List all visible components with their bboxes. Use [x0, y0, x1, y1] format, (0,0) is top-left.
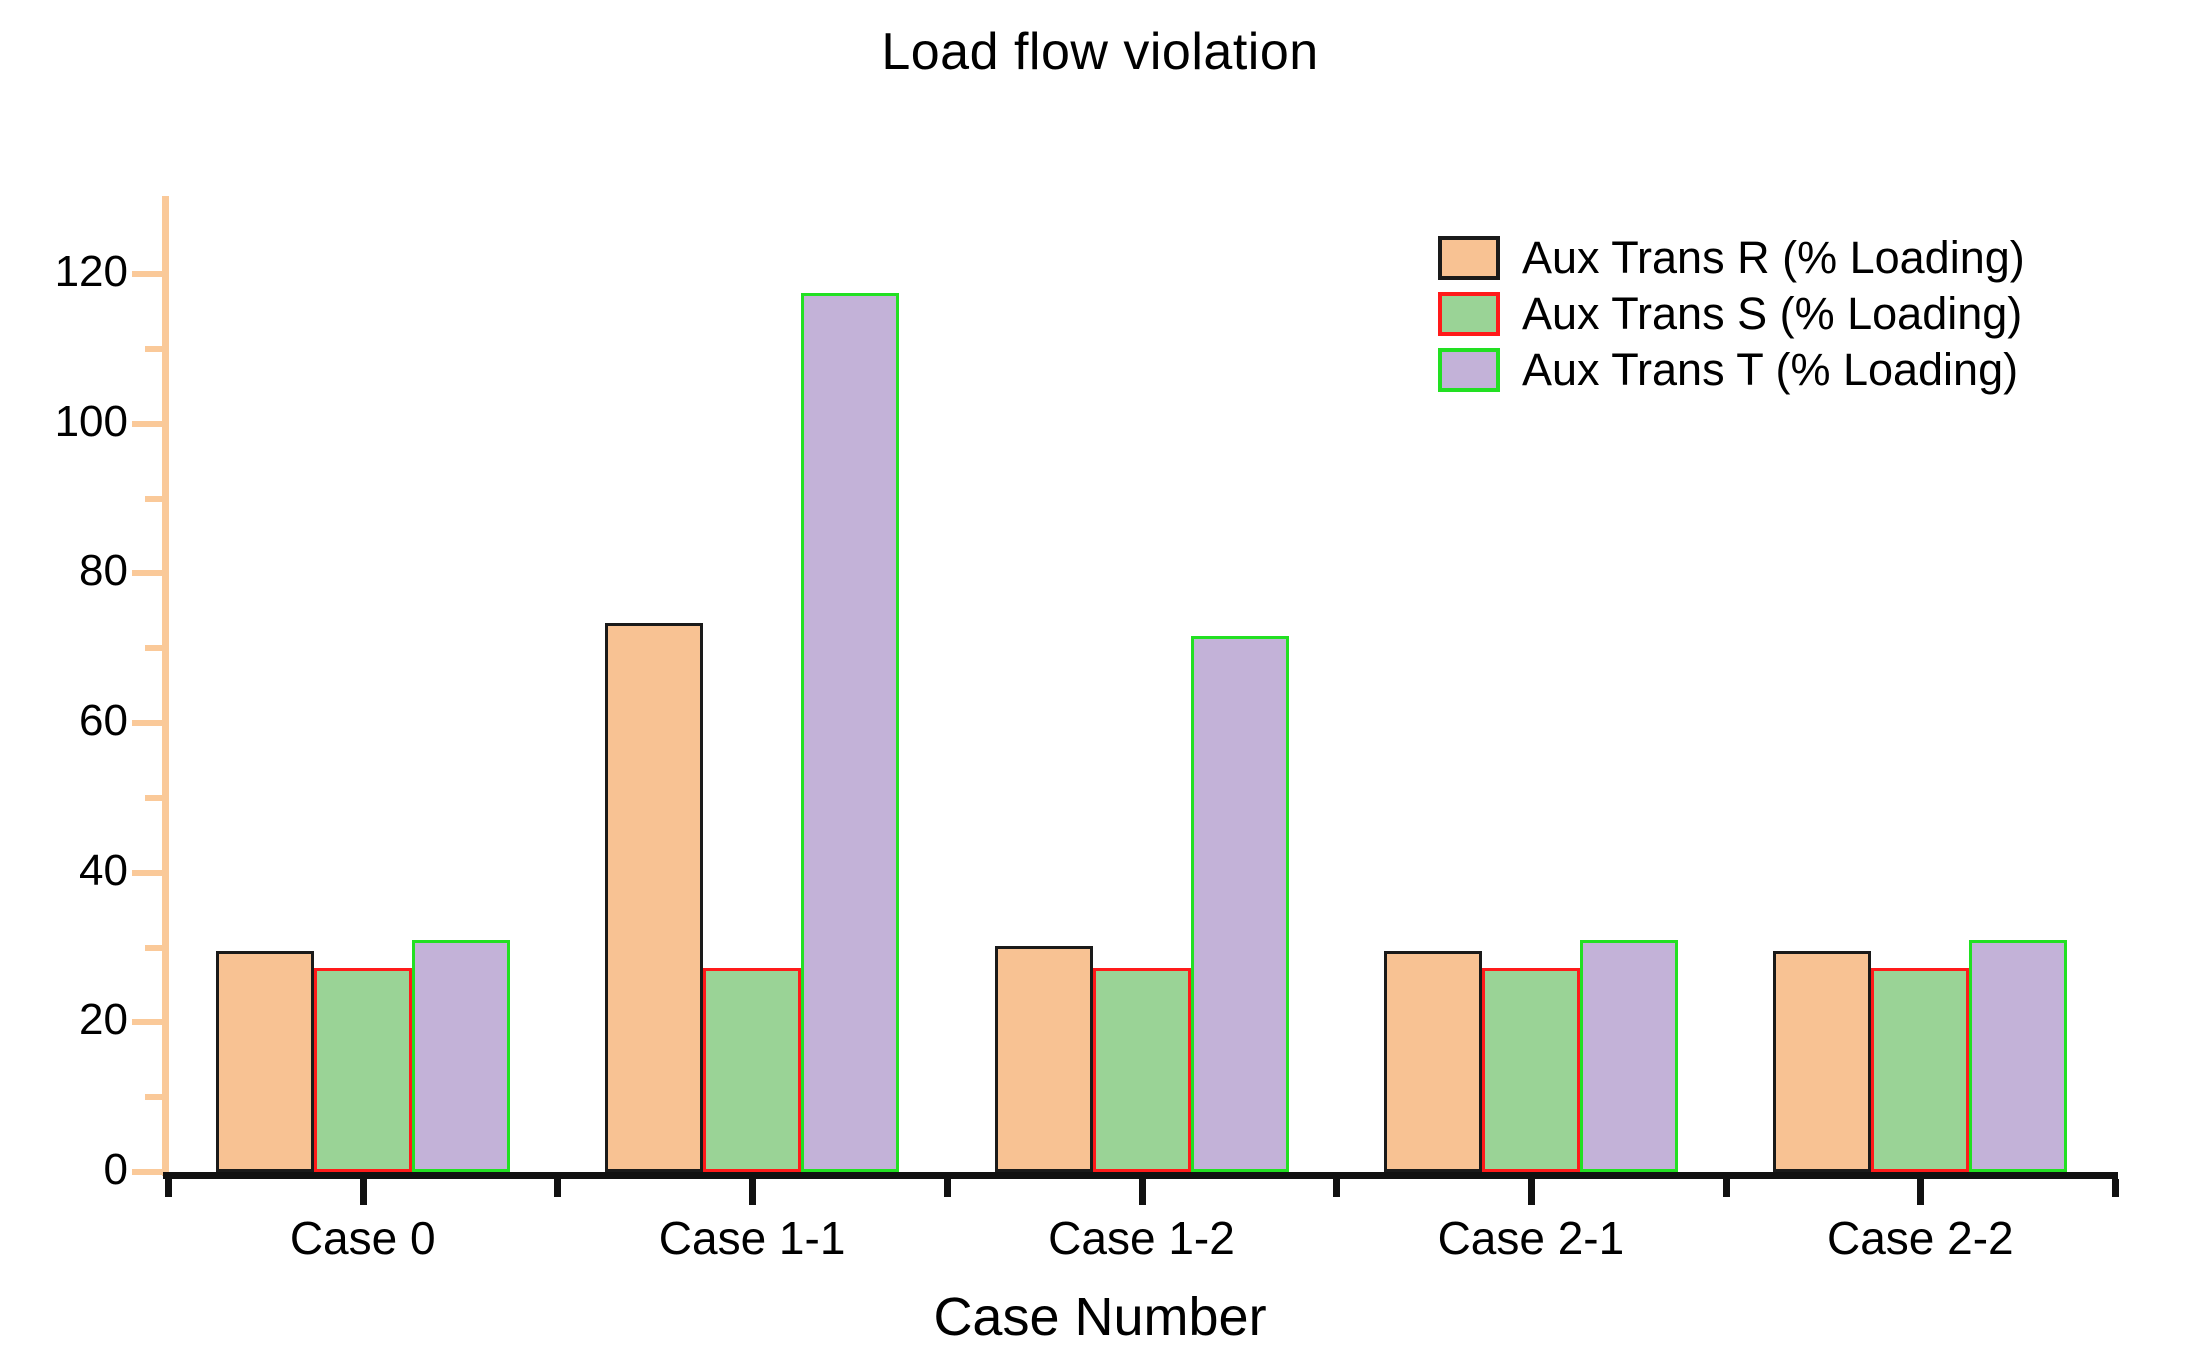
x-tick-label-2: Case 1-2 — [1048, 1212, 1235, 1264]
y-tick-label: 100 — [54, 396, 128, 446]
y-tick-minor — [145, 495, 162, 502]
bar-s-4[interactable] — [1871, 967, 1970, 1172]
legend-item-aux-trans-s[interactable]: Aux Trans S (% Loading) — [1438, 288, 2178, 340]
x-tick-label-0: Case 0 — [289, 1212, 436, 1264]
bar-s-1[interactable] — [703, 967, 802, 1172]
x-tick-label-3: Case 2-1 — [1437, 1212, 1625, 1264]
bar-s-0[interactable] — [313, 967, 412, 1172]
legend-item-aux-trans-t[interactable]: Aux Trans T (% Loading) — [1438, 344, 2178, 396]
x-axis-title: Case Number — [933, 1287, 1267, 1347]
bar-r-1[interactable] — [605, 623, 704, 1172]
bar-t-0[interactable] — [411, 940, 510, 1172]
legend-swatch-s — [1438, 292, 1500, 336]
bar-r-3[interactable] — [1383, 950, 1482, 1172]
chart-legend: Aux Trans R (% Loading) Aux Trans S (% L… — [1438, 232, 2178, 400]
y-tick-major — [132, 720, 162, 726]
y-tick-major — [132, 570, 162, 577]
y-tick-label: 80 — [79, 546, 128, 596]
x-tick-label-1: Case 1-1 — [658, 1212, 846, 1264]
bar-t-4[interactable] — [1969, 940, 2068, 1172]
legend-label-t: Aux Trans T (% Loading) — [1522, 344, 2019, 395]
y-tick-label: 20 — [79, 995, 128, 1045]
y-tick-minor — [145, 645, 162, 652]
legend-swatch-t — [1438, 348, 1500, 392]
x-tick-minor — [554, 1179, 562, 1197]
y-tick-major — [132, 1019, 162, 1026]
x-tick — [1527, 1179, 1535, 1205]
bar-t-3[interactable] — [1579, 940, 1678, 1172]
y-tick-major — [132, 271, 162, 277]
legend-label-r: Aux Trans R (% Loading) — [1522, 232, 2025, 283]
y-tick-major — [132, 1169, 162, 1175]
y-tick-minor — [145, 345, 162, 352]
y-tick-major — [132, 420, 162, 427]
y-tick-minor — [145, 794, 162, 801]
bar-s-2[interactable] — [1092, 967, 1191, 1172]
legend-swatch-r — [1438, 236, 1500, 280]
x-tick-minor — [165, 1179, 172, 1197]
bar-t-2[interactable] — [1190, 636, 1289, 1172]
bar-t-1[interactable] — [801, 292, 900, 1172]
y-tick-label: 40 — [79, 845, 128, 895]
bar-r-0[interactable] — [215, 951, 314, 1172]
x-tick-minor — [1333, 1179, 1341, 1197]
x-tick-minor — [1722, 1179, 1730, 1197]
chart-title: Load flow violation — [881, 23, 1319, 81]
y-tick-minor — [145, 944, 162, 951]
legend-label-s: Aux Trans S (% Loading) — [1522, 288, 2023, 339]
bar-s-3[interactable] — [1481, 967, 1580, 1172]
y-axis-line — [162, 196, 169, 1176]
x-tick-label-4: Case 2-2 — [1826, 1212, 2014, 1264]
y-tick-label: 0 — [103, 1145, 128, 1194]
legend-item-aux-trans-r[interactable]: Aux Trans R (% Loading) — [1438, 232, 2178, 284]
x-tick — [1917, 1179, 1925, 1205]
bar-r-2[interactable] — [994, 946, 1093, 1172]
plot-area — [168, 196, 2115, 1172]
y-tick-label: 120 — [54, 247, 128, 296]
x-tick — [1138, 1179, 1146, 1205]
y-tick-major — [132, 869, 162, 876]
y-tick-minor — [145, 1094, 162, 1101]
x-axis-line — [163, 1172, 2118, 1179]
x-tick-minor — [2112, 1179, 2119, 1197]
bar-r-4[interactable] — [1773, 950, 1872, 1172]
x-tick-minor — [943, 1179, 951, 1197]
x-tick — [749, 1179, 757, 1205]
y-tick-label: 60 — [79, 696, 128, 745]
x-tick — [359, 1179, 367, 1205]
